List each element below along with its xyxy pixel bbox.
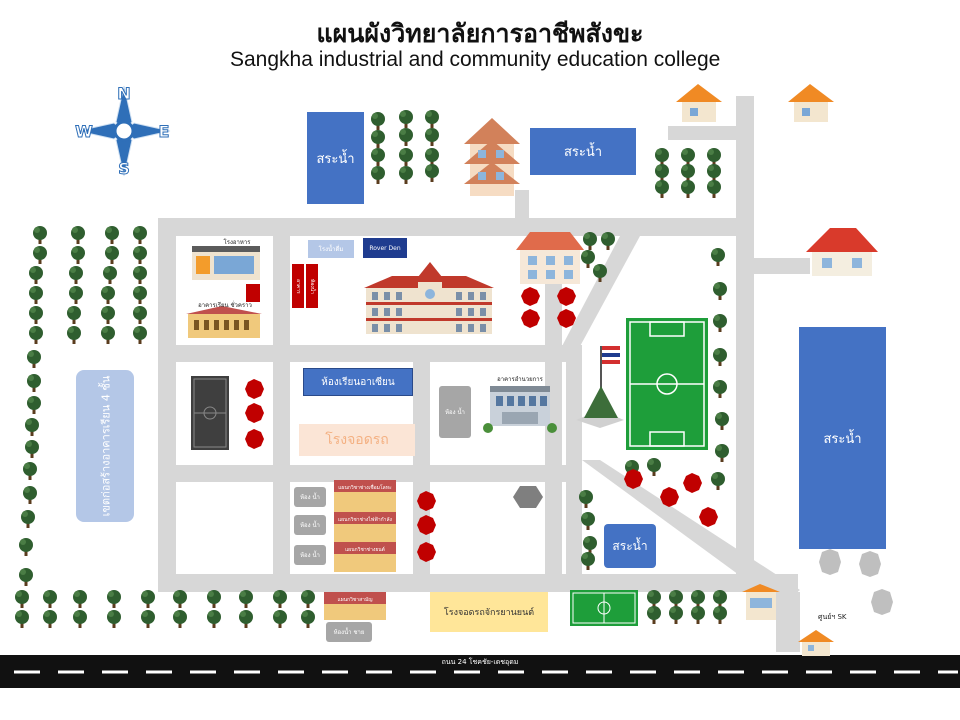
restroom-2: ห้อง น้ำ: [294, 515, 326, 535]
dept-general-label: แผนกวิชาสามัญ: [324, 596, 386, 604]
parking-label: โรงจอดรถ: [299, 424, 415, 456]
compass-s: S: [118, 159, 130, 178]
small-field-icon: [570, 590, 638, 626]
temporary-classroom-icon: [186, 306, 262, 338]
map-title-thai: แผนผังวิทยาลัยการอาชีพสังขะ: [316, 19, 644, 48]
canteen-building-icon: [192, 246, 260, 280]
house-icon: [516, 232, 584, 284]
admin-building-icon: [483, 386, 557, 433]
canteen-label: โรงอาหาร: [223, 239, 251, 246]
map-title-english: Sangkha industrial and community educati…: [230, 48, 721, 71]
motorcycle-parking-label: โรงจอดรถจักรยานยนต์: [430, 592, 548, 632]
sk-center-house-icon: [798, 630, 834, 656]
rover-den-label: Rover Den: [363, 238, 407, 258]
dept-electrical-building: แผนกวิชาช่างไฟฟ้ากำลัง: [334, 512, 396, 544]
house-icon: [806, 228, 878, 276]
construction-zone: เขตก่อสร้างอาคารเรียน 4 ชั้น: [76, 370, 134, 522]
sk-center-label: ศูนย์ฯ SK: [818, 613, 847, 621]
small-red-block-1: อาคาร: [292, 264, 304, 308]
restroom-bottom: ห้องน้ำ ชาย: [326, 622, 372, 642]
dept-welding-label: แผนกวิชาช่างเชื่อมโลหะ: [334, 484, 396, 492]
house-icon: [788, 84, 834, 122]
compass-e: E: [159, 122, 170, 141]
guard-house-icon: [742, 584, 780, 620]
grey-hexagon-marker: [513, 486, 543, 508]
red-markers: [245, 287, 718, 562]
pond-top-left: สระน้ำ: [307, 112, 364, 204]
restroom-1: ห้อง น้ำ: [294, 487, 326, 507]
apartment-icon: [464, 118, 520, 196]
temporary-classroom-label: อาคารเรียน ชั่วคราว: [198, 302, 252, 309]
admin-building-label: อาคารอำนวยการ: [497, 376, 543, 383]
dept-welding-building: แผนกวิชาช่างเชื่อมโลหะ: [334, 480, 396, 512]
pond-right: สระน้ำ: [799, 327, 886, 549]
small-red-block-2: ห้องน้ำ: [306, 264, 318, 308]
compass-rose-icon: N S W E: [75, 84, 171, 179]
main-school-building-icon: [364, 262, 494, 334]
flag-monument-icon: [576, 346, 624, 428]
water-room-label: โรงน้ำดื่ม: [308, 240, 354, 258]
dept-electrical-label: แผนกวิชาช่างไฟฟ้ากำลัง: [334, 516, 396, 524]
pond-top-right: สระน้ำ: [530, 128, 636, 175]
dept-auto-building: แผนกวิชาช่างยนต์: [334, 542, 396, 572]
dept-general-building: แผนกวิชาสามัญ: [324, 592, 386, 620]
compass-n: N: [117, 84, 130, 103]
highway-label: ถนน 24 โชคชัย-เดชอุดม: [441, 657, 519, 666]
dept-auto-label: แผนกวิชาช่างยนต์: [334, 546, 396, 554]
asean-room-label: ห้องเรียนอาเซียน: [303, 368, 413, 396]
basketball-court-icon: [191, 376, 229, 450]
restroom-center: ห้อง น้ำ: [439, 386, 471, 438]
pond-small: สระน้ำ: [604, 524, 656, 568]
house-icon: [676, 84, 722, 122]
compass-w: W: [75, 122, 93, 141]
construction-zone-label: เขตก่อสร้างอาคารเรียน 4 ชั้น: [99, 375, 113, 517]
football-field-icon: [626, 318, 708, 450]
restroom-3: ห้อง น้ำ: [294, 545, 326, 565]
